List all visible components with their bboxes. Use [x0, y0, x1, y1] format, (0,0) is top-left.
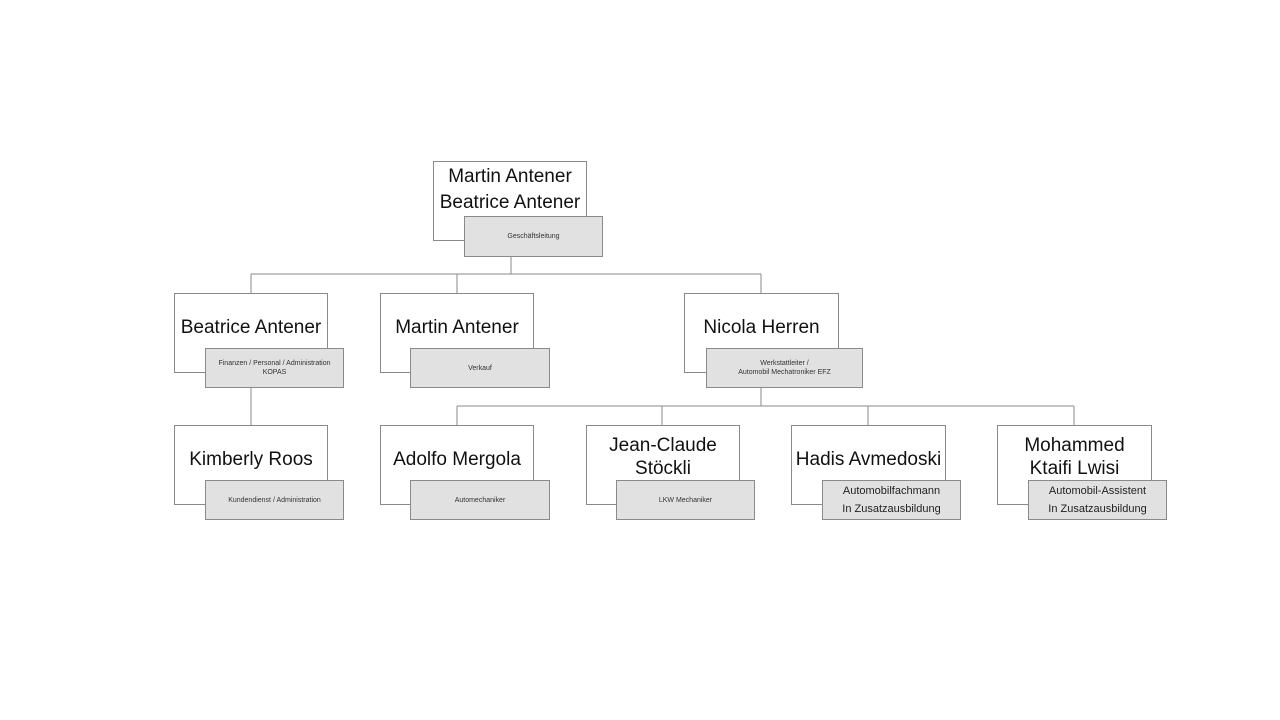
node-kimberly-role-box: Kundendienst / Administration — [205, 480, 344, 520]
node-ceo-role: Geschäftsleitung — [507, 233, 560, 240]
node-kimberly-name: Kimberly Roos — [189, 449, 313, 470]
node-beatrice-role-box: Finanzen / Personal / Administration KOP… — [205, 348, 344, 388]
node-adolfo-role-box: Automechaniker — [410, 480, 550, 520]
node-kimberly-role: Kundendienst / Administration — [228, 496, 321, 504]
node-hadis-role-box: Automobilfachmann In Zusatzausbildung — [822, 480, 961, 520]
node-hadis-role-1: Automobilfachmann — [842, 485, 941, 497]
node-mohammed-role-box: Automobil-Assistent In Zusatzausbildung — [1028, 480, 1167, 520]
node-mohammed-role-2: In Zusatzausbildung — [1048, 503, 1147, 515]
node-jeanclaude-role: LKW Mechaniker — [658, 496, 713, 504]
node-jeanclaude-name-1: Jean-Claude — [609, 435, 717, 456]
node-adolfo-role: Automechaniker — [454, 496, 506, 504]
node-beatrice-role-2: KOPAS — [262, 369, 287, 376]
node-nicola-role-1: Werkstattleiter / — [760, 360, 809, 367]
node-nicola-role-box: Werkstattleiter / Automobil Mechatronike… — [706, 348, 863, 388]
node-mohammed-role-1: Automobil-Assistent — [1048, 485, 1147, 497]
node-adolfo-name: Adolfo Mergola — [393, 449, 521, 470]
node-martin-role: Verkauf — [468, 364, 492, 372]
node-mohammed-name-2: Ktaifi Lwisi — [1029, 458, 1120, 479]
node-mohammed-name-1: Mohammed — [1024, 435, 1125, 456]
node-hadis-name: Hadis Avmedoski — [795, 449, 942, 470]
node-ceo-name-1: Martin Antener — [448, 166, 572, 187]
node-jeanclaude-role-box: LKW Mechaniker — [616, 480, 755, 520]
node-nicola-name: Nicola Herren — [703, 317, 820, 338]
node-nicola-role-2: Automobil Mechatroniker EFZ — [738, 369, 831, 376]
node-martin-role-box: Verkauf — [410, 348, 550, 388]
node-hadis-role-2: In Zusatzausbildung — [842, 503, 941, 515]
node-beatrice-role-1: Finanzen / Personal / Administration — [218, 360, 331, 367]
node-beatrice-name: Beatrice Antener — [180, 317, 322, 338]
node-ceo-role-box: Geschäftsleitung — [464, 216, 603, 257]
node-jeanclaude-name-2: Stöckli — [635, 458, 691, 479]
node-martin-name: Martin Antener — [395, 317, 519, 338]
node-ceo-name-2: Beatrice Antener — [439, 192, 581, 213]
